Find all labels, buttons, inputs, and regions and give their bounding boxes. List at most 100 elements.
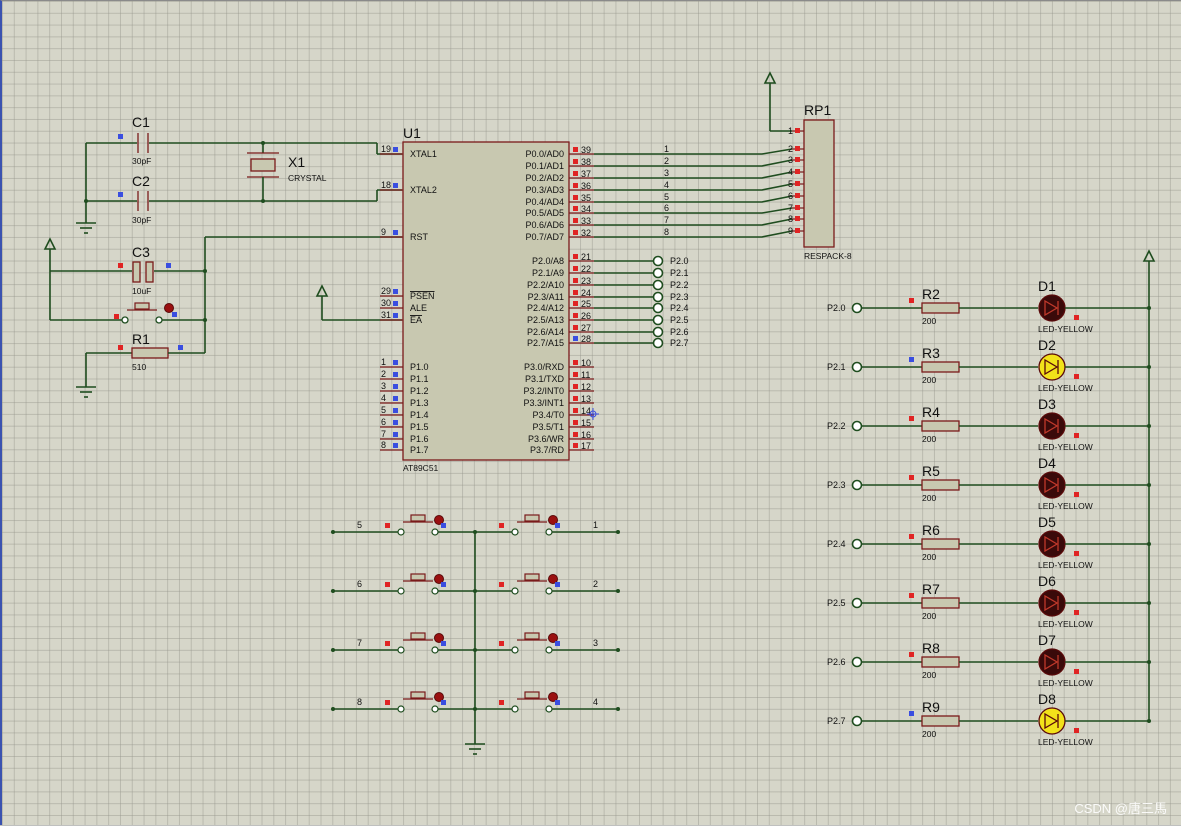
terminal-p2-0[interactable]: P2.0: [594, 255, 689, 267]
terminal-p2-5[interactable]: P2.5: [594, 314, 689, 326]
led-icon: [1038, 707, 1066, 735]
led-port-label: P2.1: [827, 362, 846, 372]
key-button[interactable]: [499, 573, 560, 595]
led-array[interactable]: P2.0R2200D1LED-YELLOWP2.1R3200D2LED-YELL…: [827, 249, 1156, 747]
key-button[interactable]: [499, 514, 560, 536]
resistor-value: 200: [922, 611, 936, 621]
terminal-p2-7[interactable]: P2.7: [594, 337, 689, 349]
pin-number: 15: [581, 418, 591, 428]
p0-wire: 4: [594, 180, 793, 191]
terminal-p2-6[interactable]: P2.6: [594, 326, 689, 338]
terminal-label: P2.2: [670, 280, 689, 290]
oscillator-circuit[interactable]: C1 30pF C2 30pF X1 CRYSTAL: [76, 114, 402, 234]
pin-number: 23: [581, 276, 591, 286]
respack-part: RESPACK-8: [804, 251, 852, 261]
terminal-label: P2.1: [670, 268, 689, 278]
led-part: LED-YELLOW: [1038, 619, 1093, 629]
c1-value: 30pF: [132, 156, 151, 166]
pin-name: P2.1/A9: [532, 268, 564, 278]
pin-number: 10: [581, 358, 591, 368]
resistor-value: 200: [922, 316, 936, 326]
pin-name: XTAL1: [410, 149, 437, 159]
terminal-p2-2[interactable]: P2.2: [594, 279, 689, 291]
reset-circuit[interactable]: C3 10uF R1 510: [43, 236, 402, 398]
key-button[interactable]: [385, 691, 446, 713]
p0-wire: 8: [594, 227, 793, 238]
key-button[interactable]: [385, 573, 446, 595]
led-port-label: P2.5: [827, 598, 846, 608]
terminal-p2-4[interactable]: P2.4: [594, 302, 689, 314]
led-ref: D3: [1038, 396, 1056, 412]
key-button[interactable]: [499, 691, 560, 713]
bus-label: 5: [664, 192, 669, 202]
key-button[interactable]: [385, 514, 446, 536]
pin-name: P1.4: [410, 410, 429, 420]
pin-number: 27: [581, 323, 591, 333]
terminal-p2-1[interactable]: P2.1: [594, 267, 689, 279]
pin-number: 32: [581, 228, 591, 238]
terminal-p2-3[interactable]: P2.3: [594, 291, 689, 303]
pin-number: 12: [581, 382, 591, 392]
pin-name: P1.1: [410, 374, 429, 384]
led-ref: D7: [1038, 632, 1056, 648]
led-icon: [1038, 530, 1066, 558]
pin-name: P1.0: [410, 362, 429, 372]
pin-number: 7: [788, 203, 793, 213]
key-button[interactable]: [385, 632, 446, 654]
